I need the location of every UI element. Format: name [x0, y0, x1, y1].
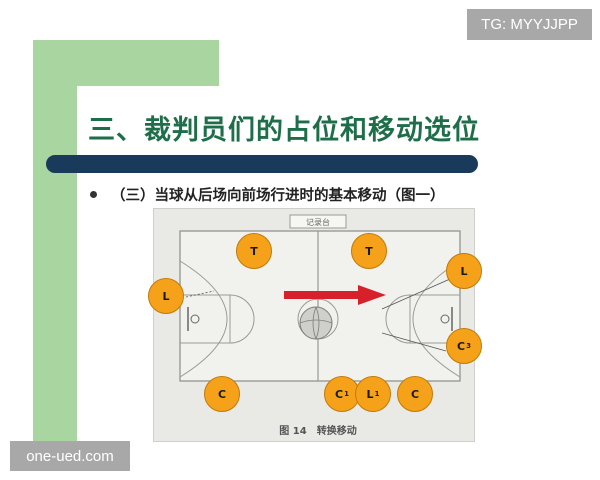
- right-movement-line-upper: [381, 278, 451, 310]
- bullet-text: （三）当球从后场向前场行进时的基本移动（图一）: [111, 187, 445, 204]
- official-lead-right: L: [446, 253, 482, 289]
- watermark-top-right: TG: MYYJJPP: [467, 9, 592, 40]
- official-letter: L: [162, 289, 170, 303]
- official-center-left: C: [204, 376, 240, 412]
- basketball-seams: [299, 306, 333, 340]
- left-movement-line: [185, 290, 215, 298]
- slide-title: 三、裁判员们的占位和移动选位: [88, 115, 480, 146]
- direction-arrow-head: [358, 285, 386, 305]
- right-key: [409, 294, 461, 344]
- official-subscript: 1: [374, 390, 380, 398]
- official-subscript: 3: [466, 342, 471, 350]
- court-boundary: [179, 230, 461, 382]
- basketball-icon: [299, 306, 333, 340]
- left-three-point-arc: [179, 260, 228, 378]
- direction-arrow-shaft: [284, 291, 358, 299]
- official-letter: C: [335, 387, 344, 401]
- bullet-item: （三）当球从后场向前场行进时的基本移动（图一）: [90, 182, 445, 206]
- left-hoop: [190, 314, 200, 324]
- left-key: [179, 294, 231, 344]
- watermark-bottom-left: one-ued.com: [10, 441, 130, 471]
- left-free-throw-arc: [229, 294, 255, 344]
- bullet-dot-icon: [90, 190, 97, 198]
- official-letter: T: [365, 244, 373, 258]
- right-three-point-arc: [412, 260, 461, 378]
- official-letter: L: [366, 387, 374, 401]
- official-letter: T: [250, 244, 258, 258]
- official-subscript: 1: [344, 390, 349, 398]
- official-trail-1: T: [236, 233, 272, 269]
- official-center-right: C: [397, 376, 433, 412]
- court-drawing: 记录台 图: [179, 214, 461, 437]
- figure-caption: 图 14 转换移动: [279, 424, 356, 437]
- title-underline-bar: [46, 155, 478, 173]
- right-free-throw-arc: [385, 294, 411, 344]
- official-letter: C: [410, 387, 420, 401]
- official-trail-2: T: [351, 233, 387, 269]
- scorer-table: [289, 214, 347, 229]
- scorer-table-label: 记录台: [306, 217, 330, 227]
- right-movement-line-lower: [381, 332, 447, 352]
- right-hoop: [440, 314, 450, 324]
- official-letter: C: [217, 387, 227, 401]
- official-letter: L: [460, 264, 468, 278]
- official-letter: C: [457, 339, 466, 353]
- official-lead-left: L: [148, 278, 184, 314]
